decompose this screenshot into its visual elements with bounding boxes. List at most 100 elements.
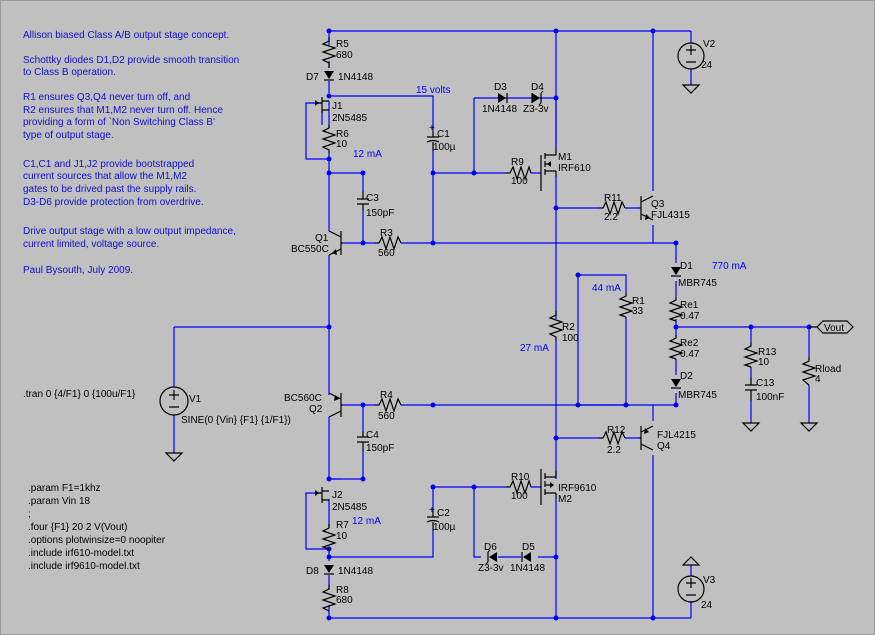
resistor-r1-icon: [618, 293, 634, 318]
label-r4-value: 560: [378, 411, 395, 422]
spice-directives: .tran 0 {4/F1} 0 {100u/F1} .param F1=1kh…: [23, 389, 166, 572]
output-port-label: Vout: [824, 323, 844, 334]
label-r8-name: R8: [336, 585, 349, 596]
label-r2-value: 100: [562, 333, 579, 344]
annotation-770ma: 770 mA: [712, 261, 747, 272]
label-c4-value: 150pF: [366, 443, 394, 454]
note-title: Allison biased Class A/B output stage co…: [23, 30, 229, 41]
label-q2-value: BC560C: [284, 393, 322, 404]
label-q3-name: Q3: [651, 199, 665, 210]
ground-v2-icon: [681, 84, 701, 94]
label-j2-name: J2: [332, 490, 343, 501]
label-m2-name: M2: [558, 494, 572, 505]
voltage-source-v2-icon: [677, 42, 705, 70]
annotation-12ma-bottom: 12 mA: [352, 516, 381, 527]
label-d8-value: 1N4148: [338, 566, 373, 577]
resistor-r5-icon: [321, 37, 337, 68]
capacitor-c4-icon: [357, 431, 369, 451]
output-port[interactable]: [809, 320, 854, 334]
capacitor-c1-icon: +: [426, 123, 440, 151]
label-re2-name: Re2: [680, 338, 699, 349]
label-m2-value: IRF9610: [558, 483, 597, 494]
directive-3: ;: [28, 509, 31, 520]
resistor-re2-icon: [668, 335, 684, 360]
directive-6: .include irf610-model.txt: [28, 548, 134, 559]
ground-rload-icon: [799, 422, 819, 432]
label-r7-name: R7: [336, 520, 349, 531]
label-rload-name: Rload: [815, 364, 841, 375]
note-drive-1: Drive output stage with a low output imp…: [23, 226, 236, 237]
label-v1-value: SINE(0 {Vin} {F1} {1/F1}): [181, 415, 291, 426]
label-r6-name: R6: [336, 129, 349, 140]
label-v3-value: 24: [701, 600, 713, 611]
label-d2-name: D2: [680, 371, 693, 382]
label-c13-value: 100nF: [756, 392, 784, 403]
voltage-source-v1-icon: [159, 386, 189, 416]
annotation-15v: 15 volts: [416, 85, 450, 96]
resistor-re1-icon: [668, 297, 684, 322]
note-boot-2: current sources that allow the M1,M2: [23, 171, 187, 182]
label-d5-name: D5: [522, 542, 535, 553]
label-r10-value: 100: [511, 491, 528, 502]
label-c1-name: C1: [437, 129, 450, 140]
diode-d3-icon: [498, 93, 508, 103]
ground-v1-icon: [164, 452, 184, 462]
voltage-source-v3-icon: [677, 575, 705, 603]
label-r11-value: 2.2: [604, 212, 618, 223]
ground-c13-icon: [741, 422, 761, 432]
note-drive-2: current limited, voltage source.: [23, 239, 159, 250]
label-r8-value: 680: [336, 595, 353, 606]
directive-2: .param Vin 18: [28, 496, 91, 507]
label-re1-value: 0.47: [680, 311, 700, 322]
label-r13-value: 10: [758, 357, 770, 368]
label-q1-name: Q1: [315, 233, 329, 244]
capacitor-c13-icon: [745, 377, 757, 401]
note-boot-1: C1,C1 and J1,J2 provide bootstrapped: [23, 159, 194, 170]
annotation-12ma-top: 12 mA: [353, 149, 382, 160]
diode-d2-icon: [671, 379, 681, 389]
svg-text:+: +: [429, 505, 435, 516]
label-d4-name: D4: [531, 82, 544, 93]
note-author: Paul Bysouth, July 2009.: [23, 265, 133, 276]
label-c2-name: C2: [437, 508, 450, 519]
label-d5-value: 1N4148: [510, 563, 545, 574]
note-r1-2: R2 ensures that M1,M2 never turn off. He…: [23, 105, 223, 116]
directive-4: .four {F1} 20 2 V(Vout): [28, 522, 128, 533]
label-r1-name: R1: [632, 296, 645, 307]
diode-d6-icon: [485, 549, 497, 565]
note-schottky-2: to Class B operation.: [23, 67, 116, 78]
label-q4-name: Q4: [657, 441, 671, 452]
label-j1-value: 2N5485: [332, 113, 367, 124]
label-j2-value: 2N5485: [332, 502, 367, 513]
resistor-r2-icon: [548, 311, 564, 341]
label-r6-value: 10: [336, 139, 348, 150]
resistor-r6-icon: [321, 125, 337, 153]
resistor-r11-icon: [599, 200, 626, 216]
capacitor-c3-icon: [357, 191, 369, 211]
label-r1-value: 33: [632, 306, 644, 317]
label-j1-name: J1: [332, 101, 343, 112]
component-labels: R5 680 D7 1N4148 J1 2N5485 R6 10 C1 100µ…: [181, 39, 841, 611]
note-boot-3: gates to be drived past the supply rails…: [23, 184, 196, 195]
label-c4-name: C4: [366, 430, 379, 441]
capacitor-c2-icon: +: [426, 505, 440, 531]
wires: [173, 30, 810, 619]
label-r12-value: 2.2: [607, 445, 621, 456]
label-v3-name: V3: [703, 575, 716, 586]
label-q3-value: FJL4315: [651, 210, 690, 221]
label-r7-value: 10: [336, 531, 348, 542]
label-v2-value: 24: [701, 60, 713, 71]
label-r2-name: R2: [562, 322, 575, 333]
label-q4-value: FJL4215: [657, 430, 696, 441]
label-q2-name: Q2: [309, 404, 323, 415]
resistor-r3-icon: [375, 235, 402, 251]
resistor-r10-icon: [506, 479, 532, 495]
label-r13-name: R13: [758, 347, 777, 358]
label-r9-value: 100: [511, 176, 528, 187]
resistor-r12-icon: [599, 430, 626, 446]
label-m1-value: IRF610: [558, 163, 591, 174]
directive-7: .include irf9610-model.txt: [28, 561, 140, 572]
resistor-r7-icon: [321, 524, 337, 550]
